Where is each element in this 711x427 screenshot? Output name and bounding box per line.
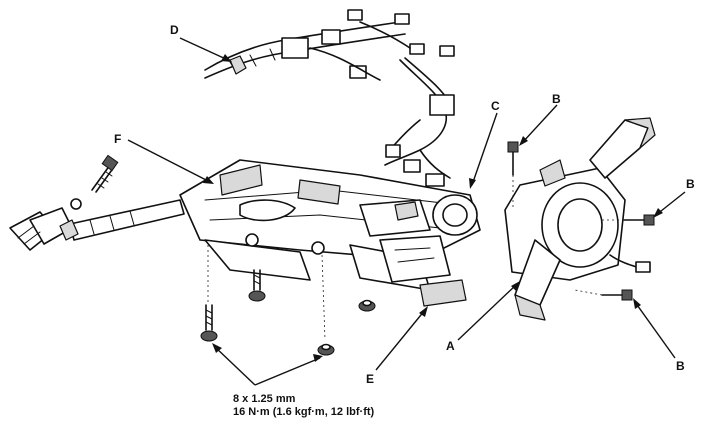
bolt-lower-middle — [248, 269, 266, 302]
steering-column — [179, 159, 481, 291]
harness-connector — [321, 29, 341, 45]
callout-b-right: B — [686, 177, 695, 191]
steering-joint — [9, 199, 185, 251]
part-e-bracket — [419, 279, 467, 307]
bolt-lower-left — [200, 245, 218, 342]
torque-value-label: 16 N·m (1.6 kgf·m, 12 lbf·ft) — [233, 406, 375, 418]
nut-lower-right — [317, 254, 335, 356]
callout-a: A — [446, 339, 455, 353]
nut-lower-center — [358, 299, 376, 312]
screw-b-right — [600, 214, 655, 226]
column-lower-bracket — [204, 239, 311, 281]
harness-connector-large — [281, 37, 309, 59]
callout-d: D — [170, 23, 179, 37]
washer — [70, 198, 82, 210]
wire-harness — [204, 9, 455, 187]
steering-lock — [379, 235, 467, 307]
callout-f: F — [114, 132, 121, 146]
callout-arrows — [127, 37, 686, 371]
combination-switch — [504, 117, 656, 321]
torque-spec-leaders — [212, 343, 323, 386]
harness-connector-block — [429, 94, 455, 116]
callout-b-top: B — [552, 92, 561, 106]
screw-b-top — [507, 141, 519, 210]
harness-clip — [229, 55, 247, 75]
screw-b-bottom — [574, 289, 633, 301]
callout-e: E — [366, 372, 374, 386]
callout-b-bottom: B — [676, 359, 685, 373]
wiper-switch-lever — [589, 119, 649, 179]
callout-c: C — [491, 99, 500, 113]
bolt-size-label: 8 x 1.25 mm — [233, 393, 296, 405]
mounting-bolt-upper — [70, 154, 119, 210]
